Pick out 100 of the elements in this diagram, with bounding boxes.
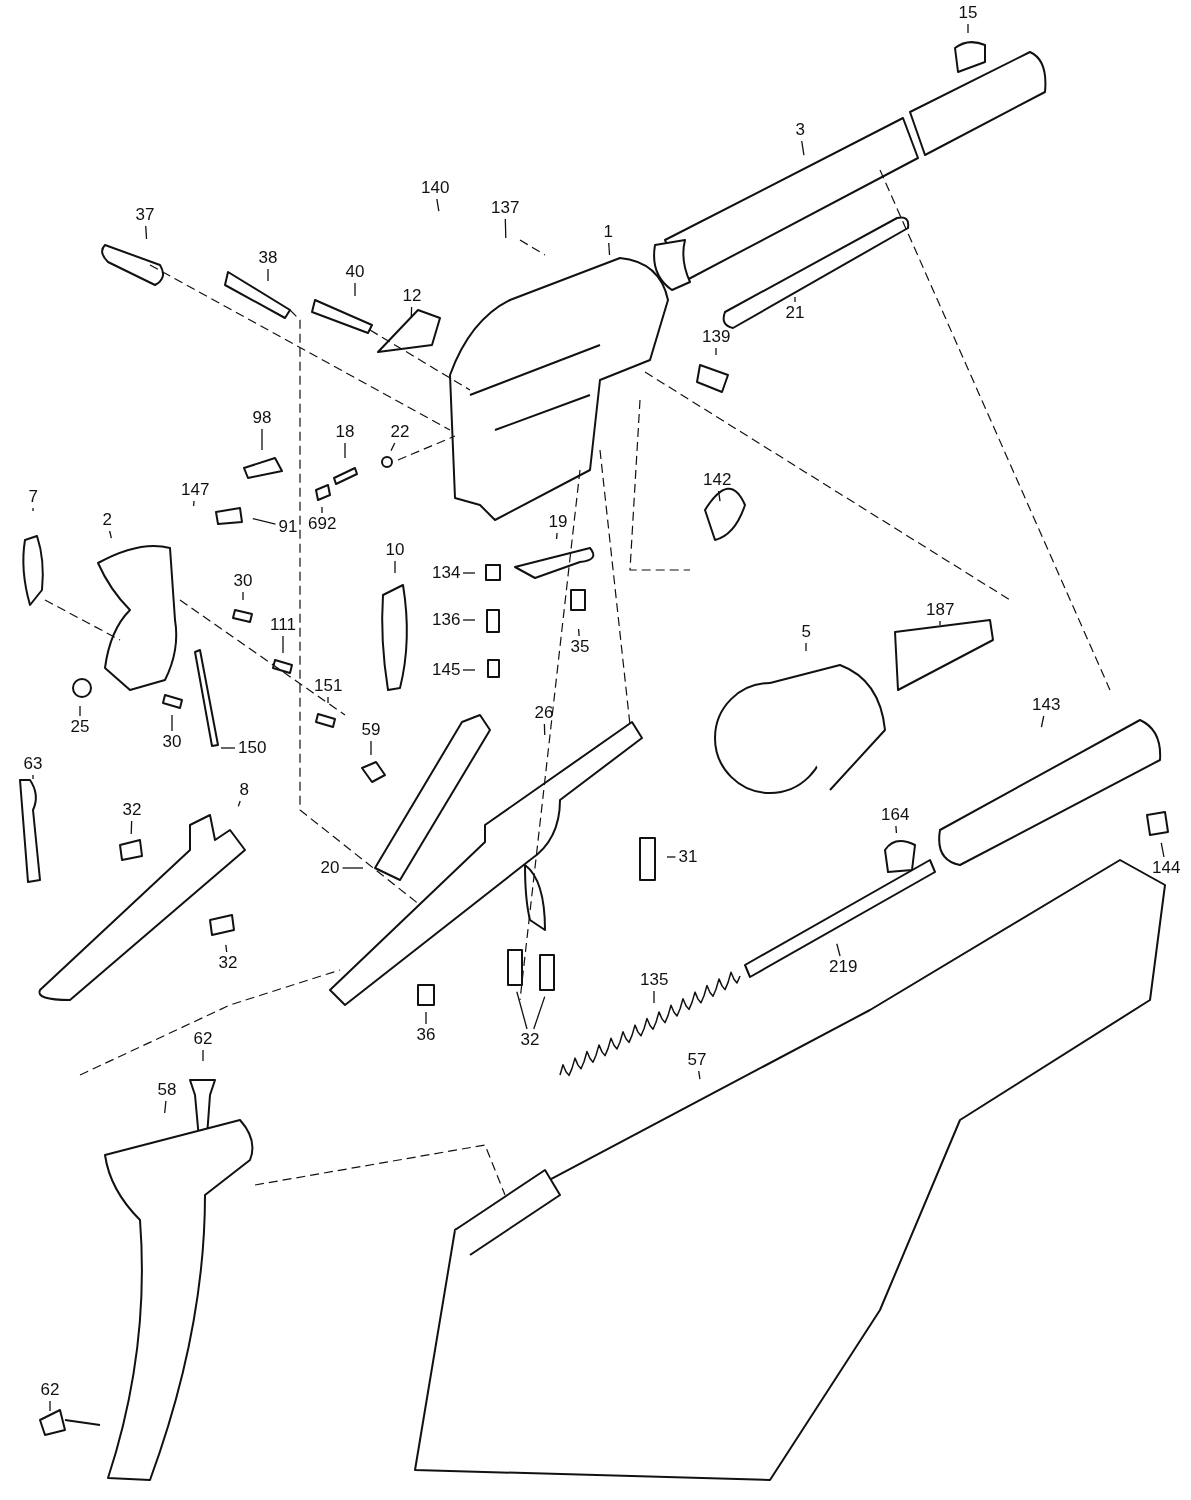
callout-number: 10 [384,541,406,559]
callout-number: 38 [257,249,279,267]
callout-number: 32 [121,801,143,819]
leader-line [344,442,346,459]
callout-number: 59 [360,721,382,739]
callout-number: 143 [1031,696,1062,714]
callout-number: 164 [880,806,911,824]
callout-number: 36 [415,1026,437,1044]
leader-line [608,242,611,256]
leader-line [164,1100,167,1114]
leader-line [462,669,476,671]
callout-number: 15 [957,4,979,22]
leader-line [939,620,941,626]
callout-number: 7 [27,488,39,506]
callout-number: 140 [420,179,451,197]
leader-line [394,560,396,574]
callout-number: 32 [217,954,239,972]
callout-number: 135 [639,971,670,989]
callout-number: 57 [686,1051,708,1069]
leader-line [192,500,195,507]
callout-number: 40 [344,263,366,281]
callout-number: 139 [701,328,732,346]
leader-line [653,990,655,1004]
leader-line [109,530,113,539]
leader-line [895,825,898,834]
leader-line [717,490,721,502]
leader-line [202,1049,204,1062]
callout-number: 3 [794,121,806,139]
leader-line [354,282,356,297]
leader-line [801,140,805,156]
leader-line [577,628,580,637]
leader-line [370,740,372,756]
callout-number: 137 [490,199,521,217]
callout-number: 20 [319,859,341,877]
callout-number: 144 [1151,859,1182,877]
leader-line [220,747,236,749]
leader-line [145,225,148,240]
leader-line [321,506,323,514]
leader-line [410,306,413,319]
leader-line [967,23,969,34]
callout-number: 31 [677,848,699,866]
leader-line [1040,715,1045,728]
leader-line [436,198,440,212]
callout-number: 91 [277,518,299,536]
leader-line [171,714,173,732]
leader-line [130,820,133,835]
leader-line [252,517,277,525]
leader-line [794,296,796,303]
leader-line [425,1011,427,1025]
callout-number: 62 [39,1381,61,1399]
callout-number: 151 [313,677,344,695]
leader-line [516,991,528,1030]
leader-line [242,591,244,601]
leader-line [462,572,476,574]
callout-number: 32 [519,1031,541,1049]
leader-line [836,943,841,957]
leader-line [225,944,228,953]
callout-number: 30 [161,733,183,751]
callout-number: 134 [431,564,462,582]
leader-line [237,800,241,808]
callout-number: 37 [134,206,156,224]
callout-number: 111 [269,616,297,634]
callout-number: 147 [180,481,211,499]
callout-number: 187 [925,601,956,619]
callout-number: 98 [251,409,273,427]
leader-line [533,996,546,1030]
callout-number: 22 [389,423,411,441]
callout-number: 25 [69,718,91,736]
callout-number: 12 [401,287,423,305]
leader-line [261,428,263,451]
leader-line [462,619,476,621]
leader-line [715,347,717,356]
leader-line [327,696,329,704]
leader-line [1160,842,1165,858]
callout-number: 219 [828,958,859,976]
leader-line [267,268,269,282]
callout-number: 30 [232,572,254,590]
leader-line [504,218,507,239]
callout-number: 63 [22,755,44,773]
callout-number: 142 [702,471,733,489]
leader-line [341,867,364,869]
leader-line [390,442,396,452]
callout-number: 136 [431,611,462,629]
callout-number: 145 [431,661,462,679]
leader-line [666,856,677,858]
leader-line [555,532,558,540]
leader-line [543,723,546,736]
callout-number: 62 [192,1030,214,1048]
leader-line [79,705,81,717]
callout-number: 18 [334,423,356,441]
callout-number: 35 [569,638,591,656]
leader-line [32,507,34,512]
callout-number: 8 [238,781,250,799]
callout-number: 150 [237,739,268,757]
leader-line [32,774,34,780]
leader-line [282,635,284,654]
callout-number: 1 [602,223,614,241]
leader-line [698,1070,701,1080]
callout-number: 26 [533,704,555,722]
callout-number: 5 [800,623,812,641]
